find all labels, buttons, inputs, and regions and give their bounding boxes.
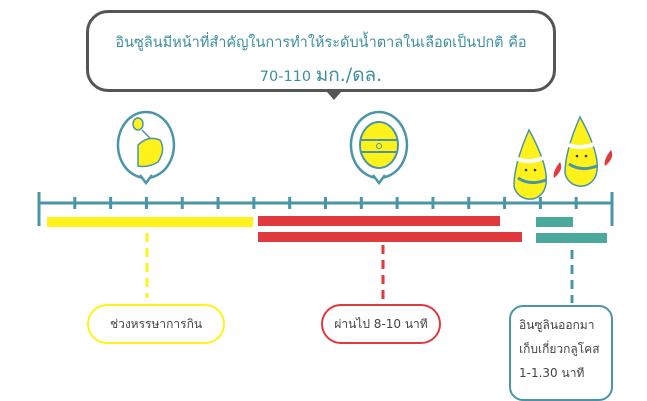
insulin-drop-icon xyxy=(564,115,613,187)
insulin-line2: เก็บเกี่ยวกลูโคส xyxy=(519,342,600,356)
eating-label: ช่วงหรรษาการกิน xyxy=(87,304,225,344)
stomach-icon xyxy=(349,110,409,186)
info-callout: อินซูลินมีหน้าที่สำคัญในการทำให้ระดับน้ำ… xyxy=(86,10,556,92)
digestion-bar xyxy=(258,216,500,226)
callout-line1: อินซูลินมีหน้าที่สำคัญในการทำให้ระดับน้ำ… xyxy=(115,35,527,51)
after-label: ผ่านไป 8-10 นาที xyxy=(321,304,441,344)
callout-unit: มก./ดล. xyxy=(315,64,383,86)
callout-range: 70-110 xyxy=(259,69,312,85)
insulin-label: อินซูลินออกมา เก็บเกี่ยวกลูโคส 1-1.30 นา… xyxy=(509,305,613,401)
callout-tail xyxy=(327,92,341,100)
insulin-bar xyxy=(536,217,573,227)
insulin-line3: 1-1.30 นาที xyxy=(519,366,585,380)
callout-line2: 70-110 มก./ดล. xyxy=(89,60,553,90)
insulin-bar-2 xyxy=(536,233,607,243)
eating-hand-icon xyxy=(116,110,176,186)
eating-bar xyxy=(47,217,253,227)
glucose-bar xyxy=(258,232,522,242)
insulin-drop-icon xyxy=(513,128,562,200)
insulin-line1: อินซูลินออกมา xyxy=(519,318,595,332)
timeline-axis xyxy=(37,192,614,226)
